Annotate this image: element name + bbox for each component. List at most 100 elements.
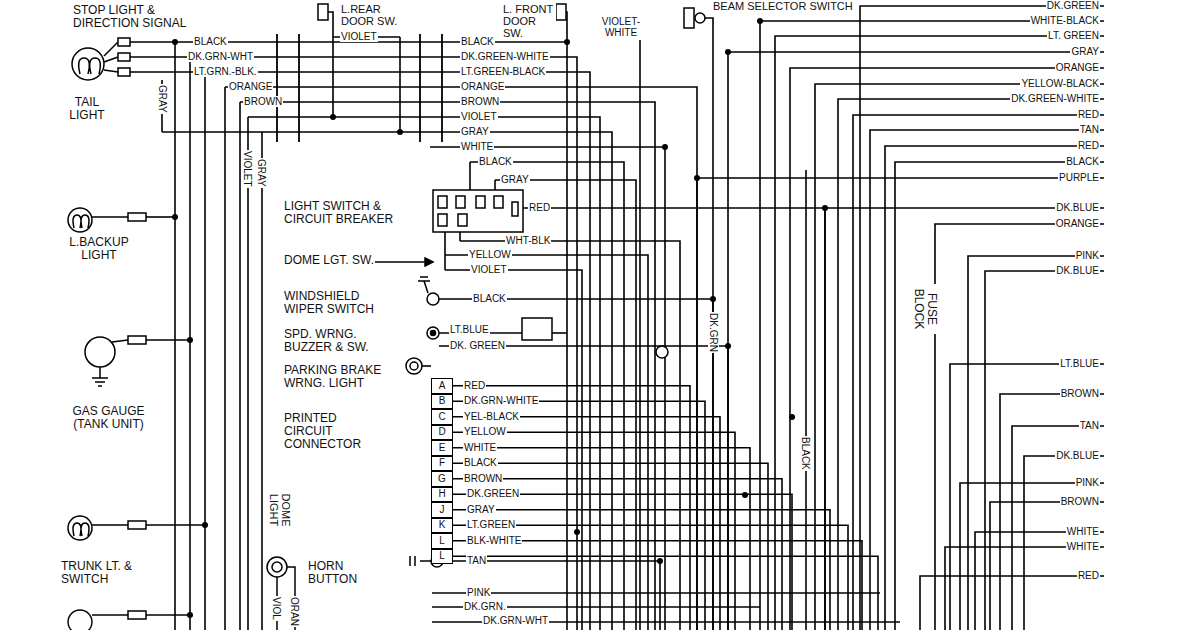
wire — [453, 401, 705, 630]
wire-color-label: WHITE — [1066, 541, 1100, 552]
wire-color-label: GRAY — [256, 158, 267, 188]
buzzer-symbol — [431, 331, 436, 336]
junction-dot — [564, 39, 570, 45]
wire-color-label: BLACK — [463, 457, 498, 468]
wire-color-label: VIOLET — [242, 150, 253, 188]
wire — [870, 130, 1104, 630]
component-label: STOP LIGHT & DIRECTION SIGNAL — [72, 4, 199, 30]
wire — [885, 146, 1104, 630]
wire — [990, 502, 1104, 630]
wire — [430, 147, 665, 630]
wire — [453, 541, 862, 630]
junction-dot — [694, 175, 700, 181]
wire — [422, 365, 431, 367]
wire-color-label: BLACK — [460, 36, 495, 47]
wire-color-label: DK.GRN — [708, 312, 719, 353]
wire — [247, 117, 249, 630]
wire — [935, 224, 1104, 630]
wire-color-label: ORANGE — [1055, 62, 1100, 73]
junction-dot — [725, 343, 731, 349]
junction-dot — [172, 214, 178, 220]
wire-color-label: BLACK — [472, 293, 507, 304]
wire — [459, 232, 461, 241]
wire-color-label: BROWN — [1060, 496, 1100, 507]
junction-dot — [657, 558, 663, 564]
component-label: WINDSHIELD WIPER SWITCH — [283, 290, 385, 316]
wire — [760, 21, 1104, 630]
wire-color-label: BROWN — [243, 96, 283, 107]
wire-color-label: YEL-BLACK — [463, 411, 520, 422]
junction-dot — [574, 529, 580, 535]
wire-color-label: BROWN — [1060, 388, 1100, 399]
wire — [224, 87, 226, 630]
component-label: DOME LIGHT — [268, 487, 292, 533]
switch-terminal — [458, 214, 467, 226]
wire — [248, 117, 600, 630]
wire-color-label: GRAY — [157, 84, 168, 114]
wire-color-label: TAN — [1079, 124, 1100, 135]
component-label: PRINTED CIRCUIT CONNECTOR — [283, 412, 385, 452]
terminal-symbol — [128, 521, 146, 529]
wire — [453, 386, 690, 630]
wire-color-label: LT. GREEN — [1047, 30, 1100, 41]
wire — [445, 270, 582, 630]
wire-group — [130, 6, 1104, 630]
wire — [130, 72, 590, 630]
terminal-symbol — [118, 53, 130, 61]
connector-pin-cell: J — [431, 502, 453, 518]
junction-dot — [725, 49, 731, 55]
junction-dot — [202, 522, 208, 528]
gauge-symbol — [85, 337, 115, 367]
wire — [162, 132, 612, 630]
wire-color-label: YELLOW — [468, 249, 512, 260]
indicator-symbol — [656, 346, 668, 358]
wire — [432, 592, 880, 594]
switch-terminal — [512, 202, 518, 216]
junction-dot — [330, 114, 336, 120]
junction-dot — [822, 205, 828, 211]
wire-color-label: BROWN — [463, 473, 503, 484]
wiper-switch-symbol — [427, 293, 439, 305]
wire-color-label: BLACK — [1065, 156, 1100, 167]
wire — [453, 432, 735, 630]
terminal-symbol — [118, 68, 130, 76]
wire — [523, 208, 825, 630]
wire — [453, 463, 768, 630]
wire-color-label: DK.GRN. — [463, 601, 507, 612]
junction-dot — [172, 39, 178, 45]
wire — [146, 339, 190, 341]
lamp-lead — [104, 42, 118, 72]
wire-color-label: VIOLET — [460, 111, 498, 122]
connector-pin-cell: D — [431, 425, 453, 441]
warning-lamp-symbol — [406, 358, 422, 374]
wire-color-label: DK.BLUE — [1055, 450, 1100, 461]
component-label: LIGHT SWITCH & CIRCUIT BREAKER — [283, 200, 410, 226]
buzzer-switch-box — [522, 318, 552, 340]
wire-color-label: BROWN — [460, 96, 500, 107]
wire — [815, 84, 1104, 630]
connector-pin-cell: G — [431, 471, 453, 487]
wire — [130, 57, 577, 630]
wire-color-label: WHITE — [1066, 526, 1100, 537]
wire-color-label: DK.GRN-WHT — [482, 615, 549, 626]
connector-pin-cell: C — [431, 409, 453, 425]
leader-arrowhead — [425, 258, 433, 266]
junction-dot — [710, 296, 716, 302]
wire — [1000, 394, 1104, 630]
wire — [1024, 456, 1104, 630]
wire-color-label: GRAY — [1070, 46, 1100, 57]
lamp-symbol — [72, 48, 104, 80]
light-switch-body — [433, 190, 523, 232]
wire — [853, 115, 1104, 630]
wire-color-label: VIOLET — [470, 264, 508, 275]
wire-color-label: RED — [1077, 109, 1100, 120]
wire — [130, 42, 567, 630]
component-label: L.BACKUP LIGHT — [58, 236, 140, 262]
pin-letter: B — [439, 396, 446, 406]
wire — [895, 162, 1104, 630]
junction-dot — [187, 612, 193, 618]
wire-color-label: LT.GREEN — [466, 519, 516, 530]
wire-color-label: PURPLE — [1058, 172, 1100, 183]
wire — [204, 72, 206, 630]
wire-color-label: GRAY — [500, 174, 530, 185]
